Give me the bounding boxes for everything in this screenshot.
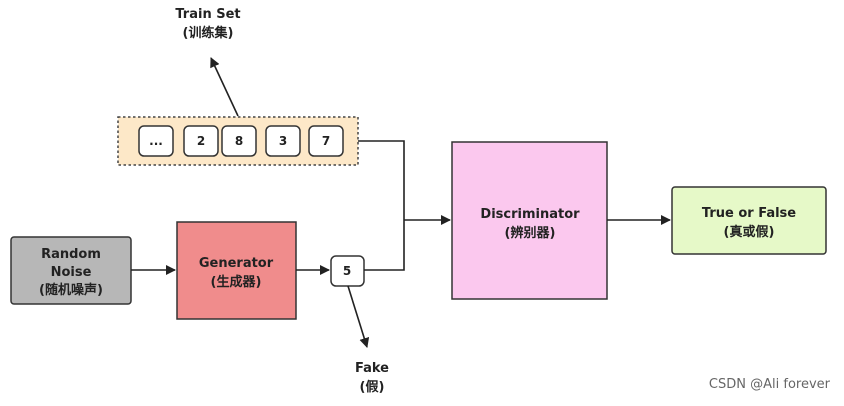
generator-line2: (生成器) xyxy=(211,274,262,290)
train-set-label: Train Set (训练集) xyxy=(175,7,240,41)
train-set-cell: ... xyxy=(138,125,174,157)
fake-label-en: Fake xyxy=(355,361,389,376)
connector-sample-to-merge xyxy=(364,220,405,271)
arrow-train-to-label xyxy=(210,57,239,117)
random-noise-line3: (随机噪声) xyxy=(39,282,103,298)
train-set-cell: 3 xyxy=(265,125,301,157)
discriminator-line2: (辨别器) xyxy=(505,225,556,241)
train-set-cell-value: ... xyxy=(149,134,163,148)
output-line2: (真或假) xyxy=(724,224,775,240)
train-set-cell-value: 7 xyxy=(322,134,330,148)
output-line1: True or False xyxy=(702,206,796,221)
random-noise-box: Random Noise (随机噪声) xyxy=(10,236,132,305)
train-set-label-zh: (训练集) xyxy=(183,25,234,41)
train-set-cell: 2 xyxy=(183,125,219,157)
train-set-cell-value: 8 xyxy=(235,134,243,148)
generator-line1: Generator xyxy=(199,256,274,271)
train-set-cell-value: 3 xyxy=(279,134,287,148)
train-set-cell: 8 xyxy=(221,125,257,157)
fake-sample-value: 5 xyxy=(343,264,351,278)
output-box: True or False (真或假) xyxy=(671,186,827,255)
discriminator-box: Discriminator (辨别器) xyxy=(451,141,608,300)
fake-label-zh: (假) xyxy=(360,379,385,395)
train-set-label-en: Train Set xyxy=(175,7,240,22)
random-noise-line2: Noise xyxy=(51,265,92,280)
arrow-sample-to-fake-label xyxy=(347,285,370,348)
fake-sample-cell: 5 xyxy=(330,255,365,287)
generator-box: Generator (生成器) xyxy=(176,221,297,320)
fake-label: Fake (假) xyxy=(355,361,389,395)
random-noise-line1: Random xyxy=(41,247,101,262)
watermark: CSDN @Ali forever xyxy=(708,377,830,392)
connector-train-to-merge xyxy=(358,140,405,220)
train-set-panel: ... 2 8 3 7 xyxy=(117,116,359,166)
train-set-cell-value: 2 xyxy=(197,134,205,148)
train-set-cell: 7 xyxy=(308,125,344,157)
discriminator-line1: Discriminator xyxy=(480,207,580,222)
